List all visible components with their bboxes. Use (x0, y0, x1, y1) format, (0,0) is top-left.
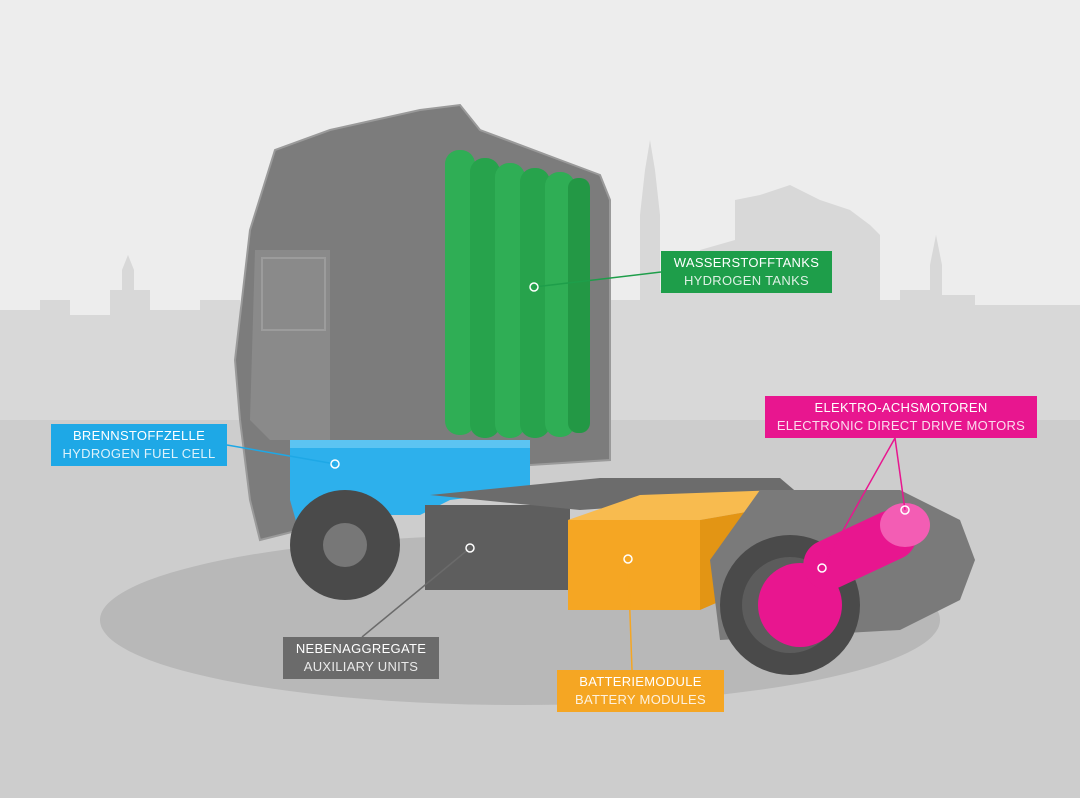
hydrogen-tanks (445, 150, 590, 438)
label-axle-motors-en: ELECTRONIC DIRECT DRIVE MOTORS (773, 417, 1029, 435)
front-wheel-hub (323, 523, 367, 567)
label-auxiliary-units-de: NEBENAGGREGATE (291, 640, 431, 658)
label-axle-motors: ELEKTRO-ACHSMOTOREN ELECTRONIC DIRECT DR… (765, 396, 1037, 438)
fuel-cell-top (290, 440, 530, 448)
battery-modules-block (568, 520, 700, 610)
label-fuel-cell-en: HYDROGEN FUEL CELL (59, 445, 219, 463)
auxiliary-units-block (425, 505, 570, 590)
label-auxiliary-units-en: AUXILIARY UNITS (291, 658, 431, 676)
label-hydrogen-tanks-en: HYDROGEN TANKS (669, 272, 824, 290)
label-fuel-cell: BRENNSTOFFZELLE HYDROGEN FUEL CELL (51, 424, 227, 466)
label-battery-modules-de: BATTERIEMODULE (565, 673, 716, 691)
label-fuel-cell-de: BRENNSTOFFZELLE (59, 427, 219, 445)
label-axle-motors-de: ELEKTRO-ACHSMOTOREN (773, 399, 1029, 417)
label-hydrogen-tanks-de: WASSERSTOFFTANKS (669, 254, 824, 272)
label-auxiliary-units: NEBENAGGREGATE AUXILIARY UNITS (283, 637, 439, 679)
label-battery-modules: BATTERIEMODULE BATTERY MODULES (557, 670, 724, 712)
label-battery-modules-en: BATTERY MODULES (565, 691, 716, 709)
label-hydrogen-tanks: WASSERSTOFFTANKS HYDROGEN TANKS (661, 251, 832, 293)
